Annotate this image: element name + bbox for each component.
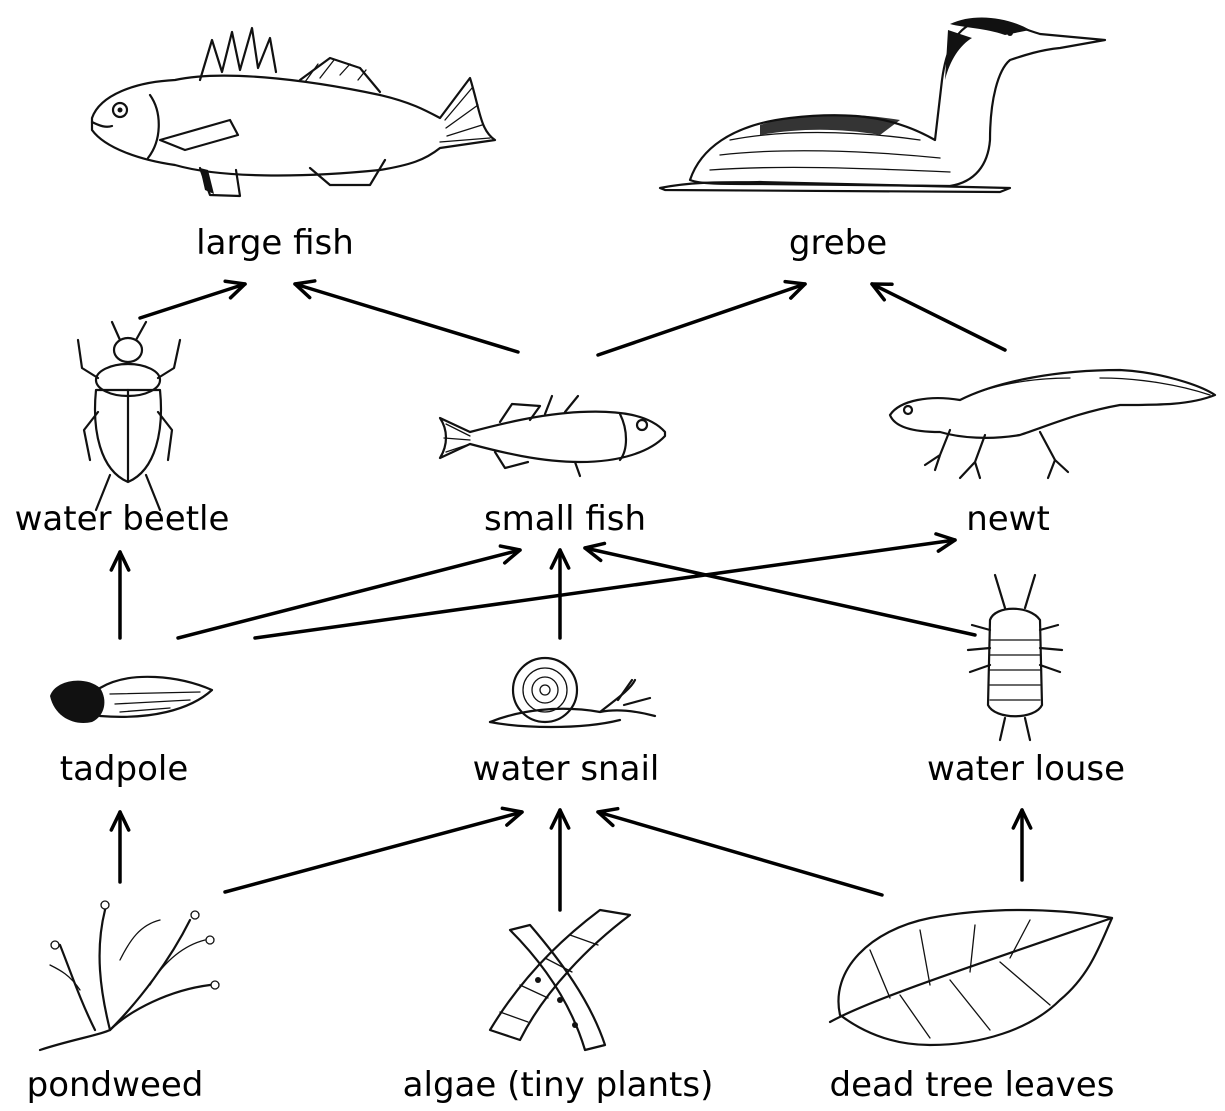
arrow-tadpole-to-newt bbox=[255, 534, 955, 638]
arrow-pondweed-to-water-snail bbox=[225, 808, 522, 892]
label-tadpole: tadpole bbox=[60, 752, 189, 786]
label-water-beetle: water beetle bbox=[15, 502, 230, 536]
beetle-icon bbox=[78, 322, 180, 510]
grebe-bird-icon bbox=[660, 17, 1105, 192]
newt-icon bbox=[890, 370, 1215, 478]
label-dead-tree-leaves: dead tree leaves bbox=[830, 1068, 1115, 1102]
label-large-fish: large fish bbox=[196, 226, 354, 260]
label-grebe: grebe bbox=[789, 226, 887, 260]
arrow-algae-to-water-snail bbox=[551, 810, 568, 910]
arrow-layer bbox=[111, 281, 1030, 910]
label-newt: newt bbox=[966, 502, 1050, 536]
label-pondweed: pondweed bbox=[27, 1068, 204, 1102]
louse-icon bbox=[968, 575, 1062, 740]
arrow-dead-tree-leaves-to-water-louse bbox=[1013, 810, 1030, 880]
arrow-water-louse-to-small-fish bbox=[585, 543, 975, 635]
snail-icon bbox=[490, 658, 655, 727]
arrow-water-beetle-to-large-fish bbox=[140, 281, 245, 318]
leaf-icon bbox=[830, 910, 1112, 1045]
algae-icon bbox=[490, 910, 630, 1050]
arrow-dead-tree-leaves-to-water-snail bbox=[598, 809, 882, 895]
arrow-small-fish-to-grebe bbox=[598, 282, 805, 355]
arrow-small-fish-to-large-fish bbox=[295, 281, 518, 352]
arrow-newt-to-grebe bbox=[872, 284, 1005, 350]
arrow-tadpole-to-water-beetle bbox=[111, 552, 128, 638]
stickleback-icon bbox=[440, 396, 665, 476]
label-water-snail: water snail bbox=[473, 752, 660, 786]
label-small-fish: small fish bbox=[484, 502, 646, 536]
label-algae: algae (tiny plants) bbox=[403, 1068, 714, 1102]
tadpole-icon bbox=[50, 677, 212, 723]
pondweed-icon bbox=[40, 901, 219, 1050]
arrow-pondweed-to-tadpole bbox=[111, 812, 128, 882]
perch-icon bbox=[92, 28, 495, 196]
label-water-louse: water louse bbox=[927, 752, 1125, 786]
